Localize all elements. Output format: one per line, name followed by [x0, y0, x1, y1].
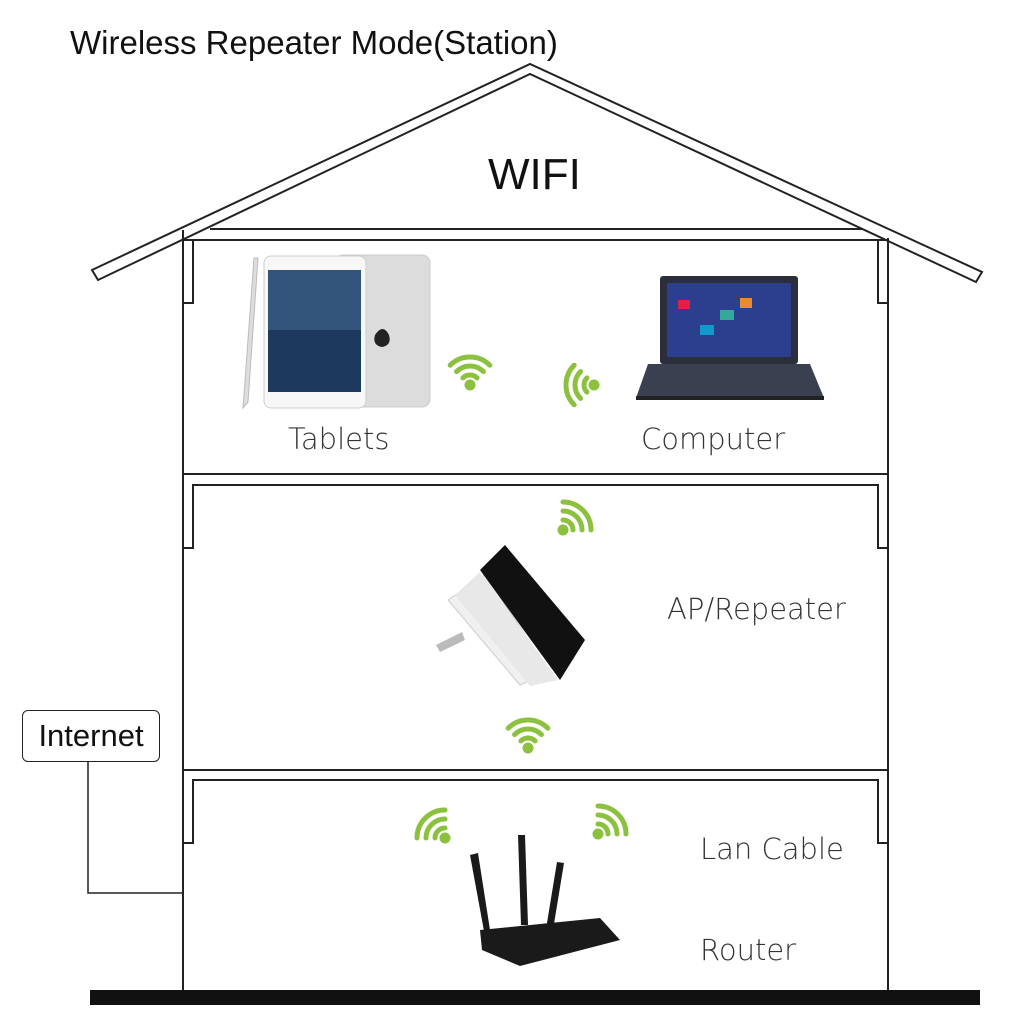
repeater-label: AP/Repeater: [667, 592, 846, 626]
computer-label: Computer: [641, 422, 786, 456]
diagram-title: Wireless Repeater Mode(Station): [70, 24, 558, 61]
wifi-signal-icon: [505, 717, 551, 754]
router-label: Router: [700, 933, 797, 967]
lan-cable-label: Lan Cable: [700, 832, 844, 866]
tablets-label: Tablets: [288, 422, 390, 456]
internet-box: Internet: [22, 710, 160, 762]
wifi-signal-icon: [592, 803, 629, 840]
wifi-signal-icon: [557, 499, 594, 536]
router-image: [470, 835, 620, 966]
repeater-image: [436, 545, 585, 686]
laptop-image: [636, 276, 824, 400]
wifi-signal-icon: [414, 807, 451, 844]
ground-line: [90, 990, 980, 1005]
wifi-signal-icon: [563, 362, 600, 408]
wifi-signal-icon: [447, 354, 493, 391]
house-walls: [182, 228, 889, 990]
internet-cable: [87, 762, 183, 894]
tablet-image: [242, 254, 431, 410]
wifi-label: WIFI: [488, 150, 581, 199]
